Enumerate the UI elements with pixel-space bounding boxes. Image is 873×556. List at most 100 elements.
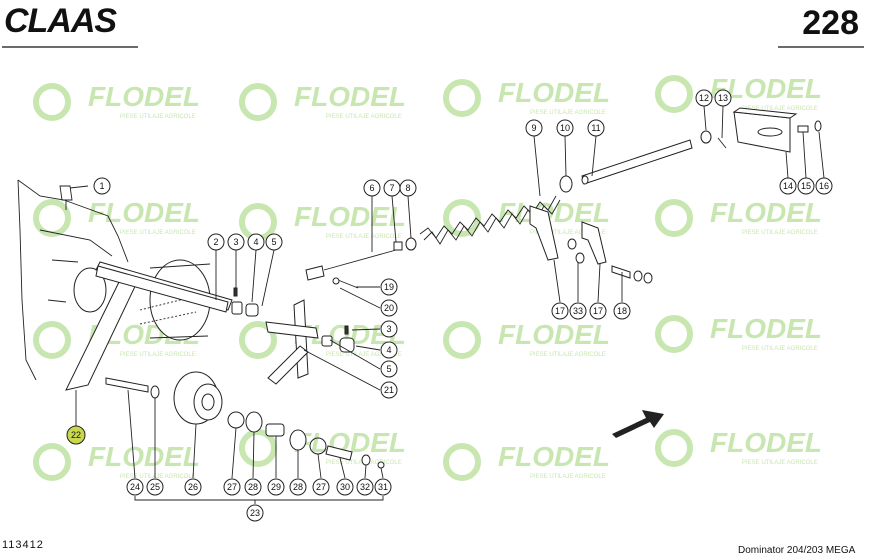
svg-text:3: 3 (386, 324, 391, 334)
shaft-2 (95, 265, 229, 313)
callout-22: 22 (66, 425, 86, 445)
svg-text:31: 31 (378, 482, 388, 492)
brand-logo: CLAAS (4, 2, 117, 40)
callout-26: 26 (184, 478, 202, 496)
svg-text:24: 24 (130, 482, 140, 492)
washer-16 (814, 120, 822, 132)
svg-text:2: 2 (213, 237, 218, 247)
watermark-logo: FLODEL PIESE UTILAJE AGRICOLE (443, 319, 610, 359)
callout-13: 13 (714, 89, 732, 107)
watermark-tagline: PIESE UTILAJE AGRICOLE (120, 230, 196, 236)
callout-12: 12 (695, 89, 713, 107)
watermark-tagline: PIESE UTILAJE AGRICOLE (530, 230, 606, 236)
callout-25: 25 (146, 478, 164, 496)
watermark-tagline: PIESE UTILAJE AGRICOLE (742, 346, 818, 352)
watermark-logo: FLODEL PIESE UTILAJE AGRICOLE (239, 81, 406, 121)
watermark-logo: FLODEL PIESE UTILAJE AGRICOLE (239, 201, 406, 241)
svg-text:25: 25 (150, 482, 160, 492)
watermark-gear-icon (655, 199, 693, 237)
direction-arrow-icon (612, 410, 664, 438)
watermark-name: FLODEL (710, 197, 822, 228)
svg-text:1: 1 (99, 181, 104, 191)
callout-30: 30 (336, 478, 354, 496)
watermark-gear-icon (655, 429, 693, 467)
callout-18: 18 (613, 302, 631, 320)
svg-text:13: 13 (718, 93, 728, 103)
pin-20 (332, 277, 340, 285)
svg-text:15: 15 (801, 181, 811, 191)
cotter-pin-19 (337, 279, 359, 289)
rod-11 (581, 139, 693, 185)
callout-24: 24 (126, 478, 144, 496)
washer-8 (405, 237, 417, 251)
callout-19: 19 (380, 278, 398, 296)
watermark-name: FLODEL (498, 197, 610, 228)
watermark-name: FLODEL (710, 313, 822, 344)
svg-text:20: 20 (384, 303, 394, 313)
watermark-logo: FLODEL PIESE UTILAJE AGRICOLE (443, 441, 610, 481)
watermark-tagline: PIESE UTILAJE AGRICOLE (742, 106, 818, 112)
callout-31: 31 (374, 478, 392, 496)
callout-33: 33 (569, 302, 587, 320)
bolt-1 (59, 185, 73, 210)
svg-text:17: 17 (555, 306, 565, 316)
svg-text:23: 23 (250, 508, 260, 518)
svg-text:7: 7 (389, 183, 394, 193)
watermark-gear-icon (655, 75, 693, 113)
watermark-name: FLODEL (294, 81, 406, 112)
spring-cup-10 (559, 175, 573, 193)
svg-text:4: 4 (386, 345, 391, 355)
document-id: 113412 (2, 539, 44, 551)
model-name: Dominator 204/203 MEGA (738, 545, 856, 556)
callout-3: 3 (227, 233, 245, 251)
svg-text:30: 30 (340, 482, 350, 492)
washer-33 (567, 238, 577, 250)
spacer-29 (265, 423, 285, 437)
watermark-gear-icon (655, 315, 693, 353)
leader-lines (69, 105, 825, 504)
watermark-name: FLODEL (498, 441, 610, 472)
callout-9: 9 (525, 119, 543, 137)
watermark-logo: FLODEL PIESE UTILAJE AGRICOLE (655, 313, 822, 353)
watermark-gear-icon (239, 321, 277, 359)
watermark-tagline: PIESE UTILAJE AGRICOLE (120, 114, 196, 120)
watermark-logo: FLODEL PIESE UTILAJE AGRICOLE (655, 73, 822, 113)
callout-7: 7 (383, 179, 401, 197)
watermark-logo: FLODEL PIESE UTILAJE AGRICOLE (443, 77, 610, 117)
callout-2: 2 (207, 233, 225, 251)
svg-text:5: 5 (386, 364, 391, 374)
callout-29: 29 (267, 478, 285, 496)
watermark-gear-icon (443, 199, 481, 237)
svg-text:26: 26 (188, 482, 198, 492)
callout-10: 10 (556, 119, 574, 137)
callout-15: 15 (797, 177, 815, 195)
callout-8: 8 (399, 179, 417, 197)
watermark-tagline: PIESE UTILAJE AGRICOLE (326, 352, 402, 358)
svg-text:33: 33 (573, 306, 583, 316)
grease-nipple-3b (344, 325, 349, 335)
watermark-gear-icon (239, 203, 277, 241)
watermark-name: FLODEL (88, 81, 200, 112)
rod-6 (305, 249, 397, 281)
bushing-5 (245, 303, 259, 317)
cotter-pin-13 (717, 137, 727, 149)
watermark-tagline: PIESE UTILAJE AGRICOLE (326, 114, 402, 120)
washer-32 (361, 454, 371, 466)
nut-7 (393, 241, 403, 251)
roller-26 (173, 371, 223, 425)
svg-text:16: 16 (819, 181, 829, 191)
watermark-tagline: PIESE UTILAJE AGRICOLE (530, 474, 606, 480)
svg-text:28: 28 (248, 482, 258, 492)
lever-21 (265, 299, 319, 385)
callout-3b: 3 (380, 320, 398, 338)
watermark-gear-icon (33, 443, 71, 481)
washer-18 (643, 272, 653, 284)
watermark-gear-icon (33, 321, 71, 359)
callout-16: 16 (815, 177, 833, 195)
watermark-gear-icon (443, 443, 481, 481)
callout-28b: 28 (289, 478, 307, 496)
callout-11: 11 (587, 119, 605, 137)
pin-30 (325, 445, 353, 461)
watermark-name: FLODEL (88, 441, 200, 472)
